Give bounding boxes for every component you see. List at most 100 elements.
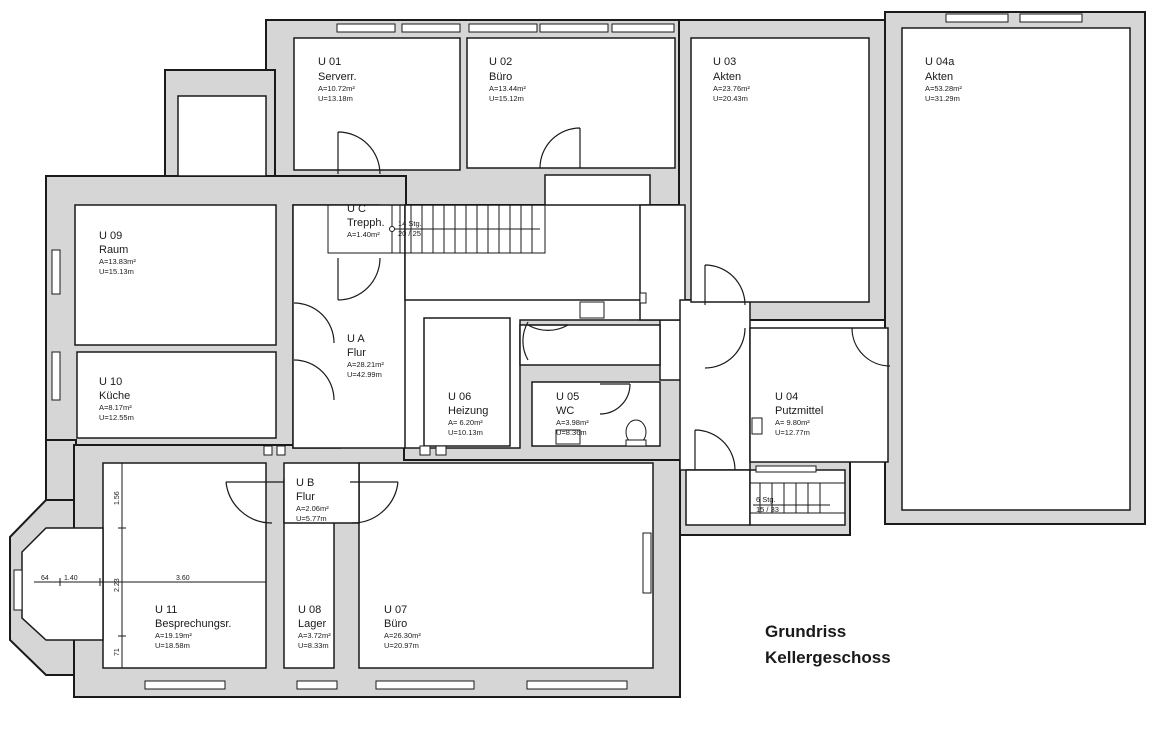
svg-text:A=13.44m²: A=13.44m² xyxy=(489,84,526,93)
east-staircase xyxy=(749,482,846,514)
svg-text:U=10.13m: U=10.13m xyxy=(448,428,483,437)
room-label-u08: U 08 Lager A=3.72m² U=8.33m xyxy=(298,604,331,650)
svg-text:U 04: U 04 xyxy=(775,391,798,403)
room-u07 xyxy=(358,462,654,669)
svg-text:U C: U C xyxy=(347,203,366,215)
svg-text:Akten: Akten xyxy=(713,71,741,83)
main-staircase xyxy=(327,204,546,254)
svg-text:A=8.17m²: A=8.17m² xyxy=(99,403,132,412)
room-label-u04a: U 04a Akten A=53.28m² U=31.29m xyxy=(925,56,962,103)
svg-text:U 04a: U 04a xyxy=(925,56,955,68)
svg-text:U 08: U 08 xyxy=(298,604,321,616)
room-label-u10: U 10 Küche A=8.17m² U=12.55m xyxy=(99,376,134,422)
room-u04a xyxy=(901,27,1131,511)
svg-text:A=23.76m²: A=23.76m² xyxy=(713,84,750,93)
svg-text:U 06: U 06 xyxy=(448,391,471,403)
svg-text:U=12.55m: U=12.55m xyxy=(99,413,134,422)
svg-text:U 05: U 05 xyxy=(556,391,579,403)
svg-text:WC: WC xyxy=(556,405,574,417)
svg-text:3.60: 3.60 xyxy=(176,575,190,582)
room-label-u02: U 02 Büro A=13.44m² U=15.12m xyxy=(489,56,526,103)
svg-text:2.23: 2.23 xyxy=(114,578,121,592)
svg-text:A=28.21m²: A=28.21m² xyxy=(347,360,384,369)
room-u11 xyxy=(102,462,267,669)
svg-text:U 03: U 03 xyxy=(713,56,736,68)
svg-text:U 09: U 09 xyxy=(99,230,122,242)
dimension-labels: 64 1.40 3.60 1.56 2.23 71 xyxy=(41,491,190,656)
svg-text:64: 64 xyxy=(41,575,49,582)
svg-text:U=31.29m: U=31.29m xyxy=(925,94,960,103)
svg-text:71: 71 xyxy=(114,648,121,656)
room-label-u09: U 09 Raum A=13.83m² U=15.13m xyxy=(99,230,136,276)
room-u10 xyxy=(76,351,277,439)
room-u11-bay xyxy=(21,527,104,641)
room-label-ub: U B Flur A=2.06m² U=5.77m xyxy=(296,477,329,523)
stair-label-main: 14 Stg. 20 / 25 xyxy=(398,219,422,238)
svg-text:A= 9.80m²: A= 9.80m² xyxy=(775,418,810,427)
svg-text:U A: U A xyxy=(347,333,365,345)
room-label-u11: U 11 Besprechungsr. A=19.19m² U=18.58m xyxy=(155,604,231,650)
svg-text:U 02: U 02 xyxy=(489,56,512,68)
svg-text:U=18.58m: U=18.58m xyxy=(155,641,190,650)
svg-text:A=10.72m²: A=10.72m² xyxy=(318,84,355,93)
columns xyxy=(263,292,647,456)
svg-text:U=8.36m: U=8.36m xyxy=(556,428,587,437)
room-u01 xyxy=(293,37,461,171)
svg-text:6 Stg.: 6 Stg. xyxy=(756,495,776,504)
svg-text:U 07: U 07 xyxy=(384,604,407,616)
svg-text:20 / 25: 20 / 25 xyxy=(398,229,421,238)
svg-text:Serverr.: Serverr. xyxy=(318,71,357,83)
svg-text:Büro: Büro xyxy=(489,71,512,83)
svg-text:Flur: Flur xyxy=(347,347,366,359)
stair-label-east: 6 Stg. 15 / 33 xyxy=(756,495,779,514)
room-label-ua: U A Flur A=28.21m² U=42.99m xyxy=(347,333,384,379)
svg-text:A=3.98m²: A=3.98m² xyxy=(556,418,589,427)
svg-text:U 11: U 11 xyxy=(155,604,177,616)
svg-text:U=42.99m: U=42.99m xyxy=(347,370,382,379)
svg-text:U 01: U 01 xyxy=(318,56,341,68)
svg-text:U=20.97m: U=20.97m xyxy=(384,641,419,650)
svg-text:A=53.28m²: A=53.28m² xyxy=(925,84,962,93)
svg-text:Trepph.: Trepph. xyxy=(347,217,385,229)
room-label-u04: U 04 Putzmittel A= 9.80m² U=12.77m xyxy=(775,391,823,437)
room-label-u07: U 07 Büro A=26.30m² U=20.97m xyxy=(384,604,421,650)
svg-text:1.40: 1.40 xyxy=(64,575,78,582)
svg-text:A=26.30m²: A=26.30m² xyxy=(384,631,421,640)
room-u06 xyxy=(423,317,511,447)
room-u02 xyxy=(466,37,676,169)
svg-text:Flur: Flur xyxy=(296,491,315,503)
svg-text:A=1.40m²: A=1.40m² xyxy=(347,230,380,239)
svg-text:15 / 33: 15 / 33 xyxy=(756,505,779,514)
svg-text:Küche: Küche xyxy=(99,390,130,402)
svg-text:Akten: Akten xyxy=(925,71,953,83)
svg-text:U=15.13m: U=15.13m xyxy=(99,267,134,276)
svg-text:Büro: Büro xyxy=(384,618,407,630)
svg-text:U B: U B xyxy=(296,477,314,489)
room-label-u06: U 06 Heizung A= 6.20m² U=10.13m xyxy=(448,391,488,437)
svg-text:U 10: U 10 xyxy=(99,376,122,388)
room-u03 xyxy=(690,37,870,303)
room-label-u01: U 01 Serverr. A=10.72m² U=13.18m xyxy=(318,56,357,103)
svg-text:A=19.19m²: A=19.19m² xyxy=(155,631,192,640)
svg-text:Besprechungsr.: Besprechungsr. xyxy=(155,618,231,630)
svg-text:Putzmittel: Putzmittel xyxy=(775,405,823,417)
wc-fixtures xyxy=(555,417,763,447)
svg-text:U=15.12m: U=15.12m xyxy=(489,94,524,103)
svg-text:U=5.77m: U=5.77m xyxy=(296,514,327,523)
svg-text:A=3.72m²: A=3.72m² xyxy=(298,631,331,640)
svg-text:Raum: Raum xyxy=(99,244,128,256)
svg-text:Lager: Lager xyxy=(298,618,326,630)
svg-text:U=12.77m: U=12.77m xyxy=(775,428,810,437)
svg-text:14 Stg.: 14 Stg. xyxy=(398,219,422,228)
room-interiors xyxy=(21,27,1131,669)
doors xyxy=(225,127,891,524)
plan-title: Grundriss Kellergeschoss xyxy=(765,622,891,667)
svg-text:1.56: 1.56 xyxy=(114,491,121,505)
room-label-u03: U 03 Akten A=23.76m² U=20.43m xyxy=(713,56,750,103)
svg-text:Grundriss: Grundriss xyxy=(765,622,846,641)
svg-text:Heizung: Heizung xyxy=(448,405,488,417)
svg-text:U=20.43m: U=20.43m xyxy=(713,94,748,103)
svg-text:U=13.18m: U=13.18m xyxy=(318,94,353,103)
room-label-u05: U 05 WC A=3.98m² U=8.36m xyxy=(556,391,589,437)
